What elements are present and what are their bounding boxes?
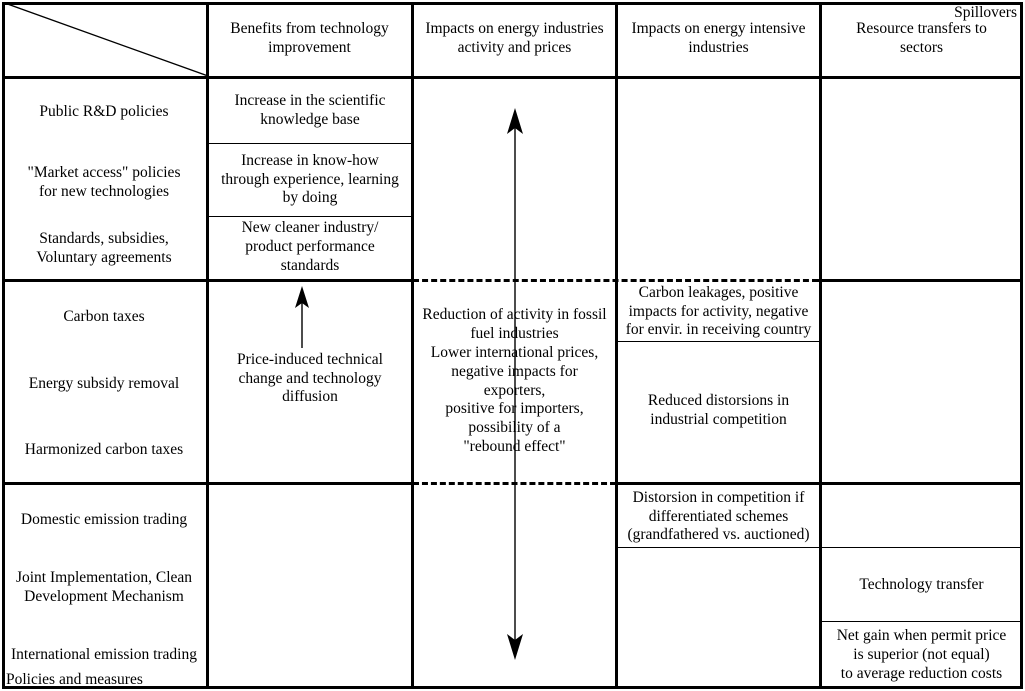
- resource-net-gain-permit-price: Net gain when permit price is superior (…: [836, 627, 1007, 682]
- corner-header-policies: Policies and measures: [6, 671, 143, 688]
- col4-band3-divider-1: [618, 547, 819, 548]
- policy-joint-implementation-cdm: Joint Implementation, Clean Development …: [15, 569, 193, 605]
- resource-technology-transfer: Technology transfer: [859, 575, 984, 593]
- band1-resource-transfers-cell: [822, 79, 1021, 278]
- band1-band2-rule-left: [2, 279, 411, 282]
- benefit-scientific-knowledge: Increase in the scientific knowledge bas…: [234, 92, 386, 128]
- policy-carbon-taxes: Carbon taxes: [63, 307, 145, 325]
- impact-reduced-distorsions: Reduced distorsions in industrial compet…: [647, 392, 790, 428]
- band2-band3-rule-left: [2, 482, 411, 485]
- policy-public-rd: Public R&D policies: [39, 103, 169, 121]
- price-induced-up-arrow-icon: [295, 286, 309, 348]
- column-rule-2: [411, 2, 414, 689]
- band1-band2-rule-dashed: [413, 279, 818, 282]
- benefit-cleaner-standards: New cleaner industry/ product performanc…: [241, 219, 379, 274]
- band2-band3-rule-right: [616, 482, 1023, 485]
- col5-band3-divider-1: [822, 547, 1021, 548]
- corner-header-spillovers: Spillovers: [954, 4, 1017, 21]
- column-header-benefits: Benefits from technology improvement: [230, 20, 389, 56]
- policy-harmonized-carbon-taxes: Harmonized carbon taxes: [24, 441, 184, 459]
- column-rule-1: [206, 2, 209, 689]
- energy-industries-double-arrow-icon: [507, 108, 523, 660]
- col5-band3-divider-2: [822, 621, 1021, 622]
- policy-market-access: "Market access" policies for new technol…: [27, 163, 181, 200]
- band3-energy-intensive-empty-cell: [618, 548, 819, 689]
- column-rule-4: [819, 2, 822, 689]
- column-header-resource-transfers: Resource transfers to sectors: [856, 20, 987, 56]
- col2-band1-divider-1: [209, 143, 411, 144]
- impact-carbon-leakages: Carbon leakages, positive impacts for ac…: [625, 283, 812, 339]
- impact-distorsion-differentiated-schemes: Distorsion in competition if differentia…: [627, 488, 810, 544]
- band2-band3-rule-dashed: [413, 482, 616, 485]
- benefit-know-how: Increase in know-how through experience,…: [221, 151, 399, 207]
- column-rule-3: [615, 2, 618, 689]
- policy-standards-subsidies: Standards, subsidies, Voluntary agreemen…: [36, 229, 172, 266]
- band3-benefits-cell: [209, 487, 411, 689]
- column-header-energy-intensive: Impacts on energy intensive industries: [631, 20, 806, 56]
- impact-fossil-fuel-reduction: Reduction of activity in fossil fuel ind…: [422, 305, 607, 456]
- policy-energy-subsidy-removal: Energy subsidy removal: [28, 375, 180, 393]
- corner-diagonal-divider: [2, 2, 208, 76]
- band2-resource-transfers-cell: [822, 283, 1021, 480]
- column-header-energy-industries: Impacts on energy industries activity an…: [425, 20, 604, 56]
- band1-band2-rule-right: [818, 279, 1023, 282]
- col2-band1-divider-2: [209, 216, 411, 217]
- band3-resource-transfers-empty-cell: [822, 487, 1021, 547]
- col4-band2-divider-1: [618, 341, 819, 342]
- header-bottom-rule: [2, 76, 1023, 79]
- policy-international-emission-trading: International emission trading: [11, 646, 197, 664]
- benefit-price-induced-change: Price-induced technical change and techn…: [237, 350, 383, 406]
- policy-domestic-emission-trading: Domestic emission trading: [20, 511, 188, 529]
- band1-energy-intensive-cell: [618, 79, 819, 278]
